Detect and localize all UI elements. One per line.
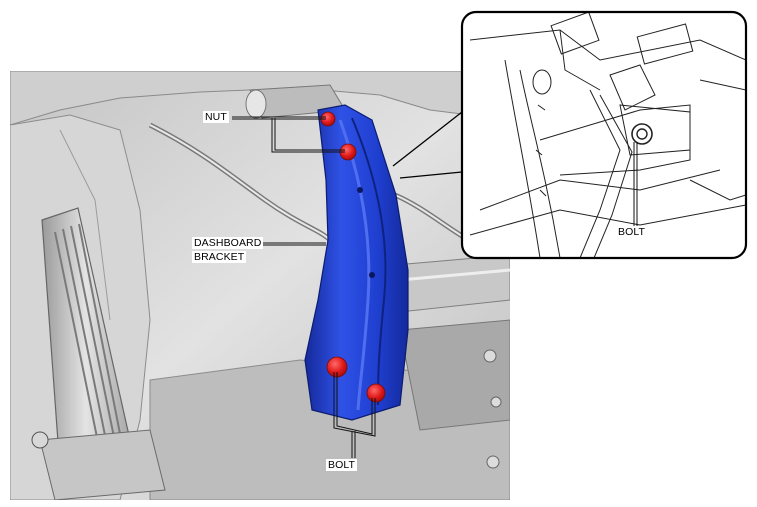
accelerator-pedal — [31, 207, 166, 500]
bolt-label-inset: BOLT — [616, 226, 648, 238]
inset-border — [460, 10, 748, 260]
bolt-right — [366, 383, 386, 403]
nut-label: NUT — [203, 111, 229, 123]
inset-detail — [460, 10, 748, 260]
main-illustration — [10, 71, 510, 500]
dashboard-bracket-label-line1: DASHBOARD — [192, 237, 264, 249]
bolt-label-main: BOLT — [326, 459, 358, 471]
inset-callout-wedge — [392, 111, 463, 179]
dashboard-bracket-label-line2: BRACKET — [192, 251, 247, 263]
dashboard-bracket — [304, 104, 409, 421]
inset-bolt — [631, 123, 653, 145]
